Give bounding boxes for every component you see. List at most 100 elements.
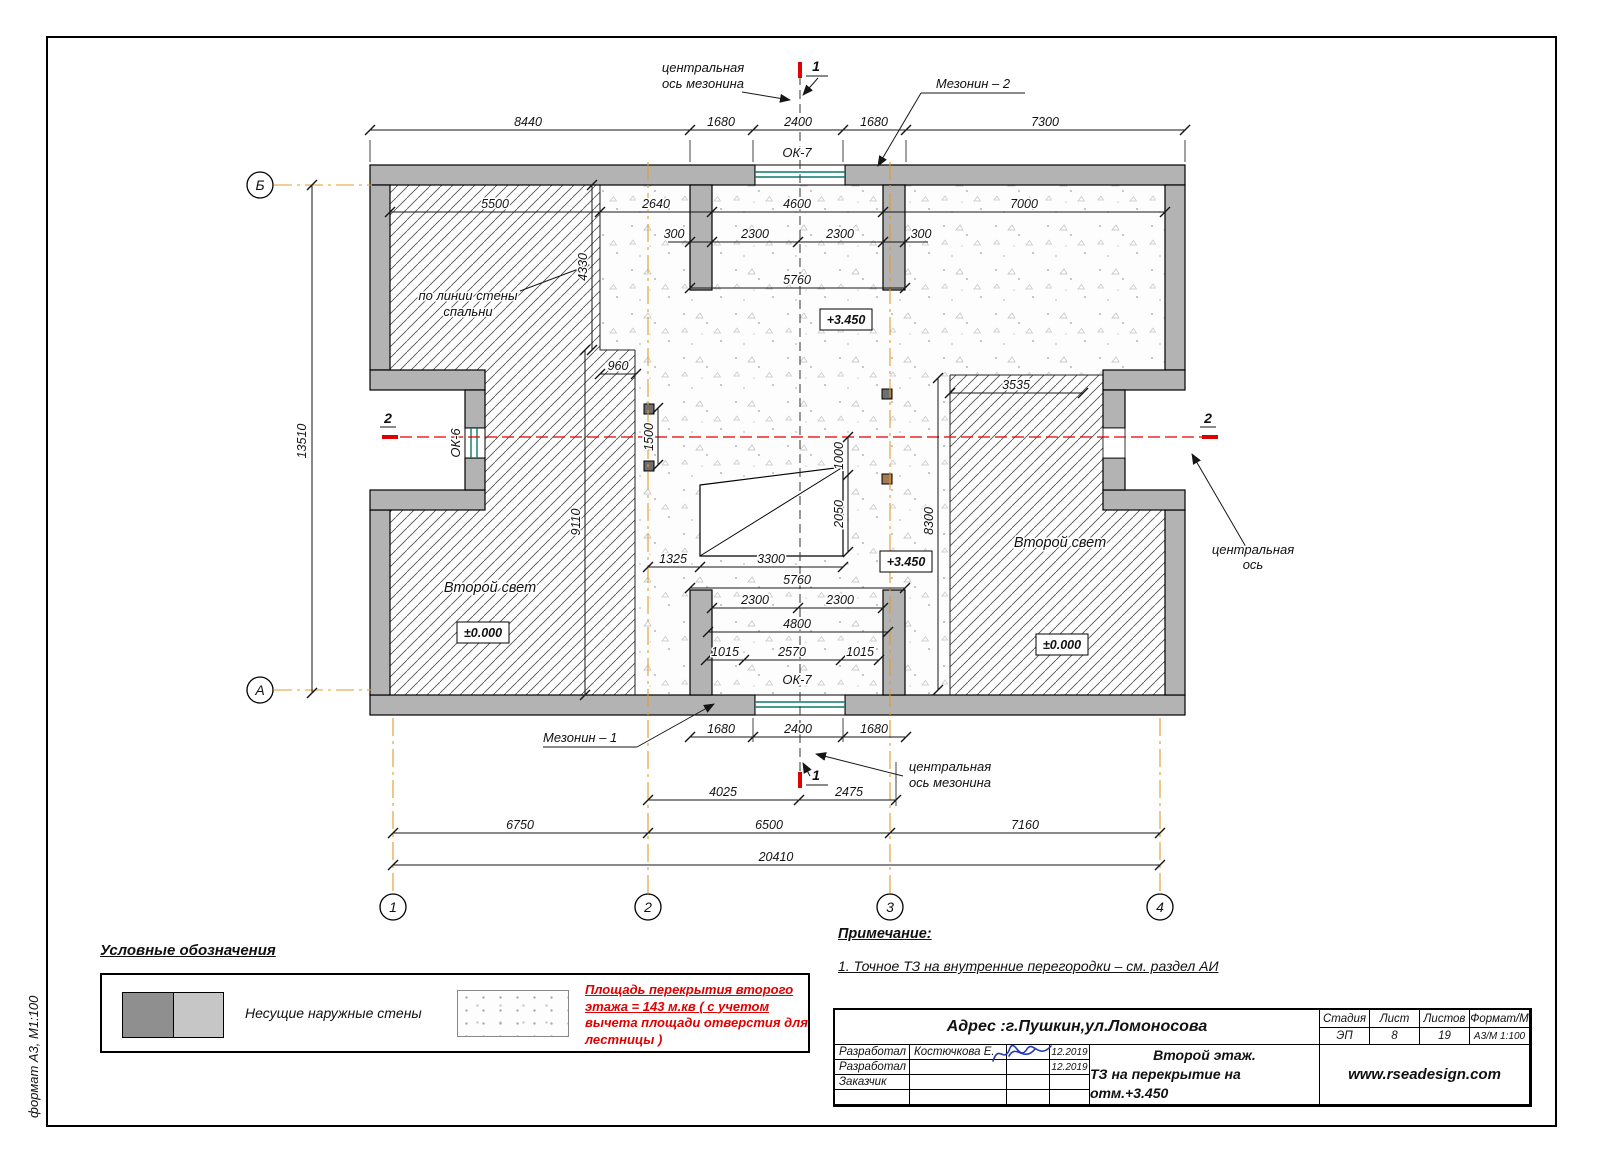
section-mark-2-right: 2: [1203, 410, 1212, 426]
stage-header: Стадия: [1320, 1010, 1370, 1028]
dim-label: 2640: [641, 197, 670, 211]
dim-label: 4330: [576, 253, 590, 281]
dim-label: 4600: [783, 197, 811, 211]
walls-swatch: [122, 992, 224, 1038]
dim-label: 6500: [755, 818, 783, 832]
dim-label: 1015: [711, 645, 739, 659]
central-axis-mezzanine-top-label: центральная: [662, 60, 744, 75]
zone-boundaries: [599, 185, 1165, 695]
slab-area-note-line: Площадь перекрытия второго: [585, 982, 794, 997]
dim-label: 300: [664, 227, 685, 241]
signature-cell: [1007, 1060, 1050, 1075]
empty-cell: [1007, 1090, 1050, 1105]
dim-label: 4025: [709, 785, 737, 799]
column-markers: [643, 388, 893, 485]
bedroom-wall-note: спальни: [443, 304, 492, 319]
slab-swatch: [457, 990, 569, 1037]
name-cell: Костючкова Е.: [910, 1045, 1007, 1060]
section-mark-1-top: 1: [812, 58, 820, 74]
empty-cell: [835, 1090, 910, 1105]
dim-label: 2050: [832, 500, 846, 529]
title-block: Адрес :г.Пушкин,ул.Ломоносова Стадия Лис…: [833, 1008, 1532, 1107]
sheets-header: Листов: [1420, 1010, 1470, 1028]
format-value: А3/М 1:100: [1470, 1028, 1530, 1045]
slab-area-note-line: этажа = 143 м.кв ( с учетом: [585, 998, 770, 1014]
dim-label: 2400: [783, 115, 812, 129]
drawing-frame: [46, 36, 1557, 1127]
notes: Примечание: 1. Точное ТЗ на внутренние п…: [838, 926, 1219, 974]
central-axis-right-label: ось: [1243, 557, 1264, 572]
dim-label: 1680: [860, 115, 888, 129]
mezzanine-2-label: Мезонин – 2: [936, 76, 1011, 91]
walls-swatch-light: [173, 993, 223, 1037]
exterior-notches: [370, 390, 1185, 490]
dim-label: 1015: [846, 645, 874, 659]
section-cut-marks: [382, 62, 1218, 788]
room-label-second-light-right: Второй свет: [1014, 535, 1106, 551]
dim-label: 2300: [740, 227, 769, 241]
dim-label: 5500: [481, 197, 509, 211]
window-label-ok7-top: ОК-7: [782, 145, 812, 160]
dim-label: 1680: [860, 722, 888, 736]
dim-label: 2475: [834, 785, 863, 799]
walls-swatch-label: Несущие наружные стены: [245, 1005, 422, 1021]
room-label-second-light-left: Второй свет: [444, 580, 536, 596]
dim-label: 7300: [1031, 115, 1059, 129]
dim-label: 1680: [707, 115, 735, 129]
legend-title: Условные обозначения: [100, 942, 276, 959]
sheet-header: Лист: [1370, 1010, 1420, 1028]
signature-cell: [1007, 1045, 1050, 1060]
slab-area-note-line: лестницы ): [585, 1031, 663, 1047]
bedroom-wall-note: по линии стены: [418, 288, 517, 303]
elevation-3450-top: +3.450: [827, 313, 866, 327]
dim-label: 8300: [922, 507, 936, 535]
dim-label: 2300: [825, 227, 854, 241]
dim-label: 300: [911, 227, 932, 241]
role-cell: Разработал: [835, 1060, 910, 1075]
annotation-leaders: [519, 77, 1247, 777]
axis-bubbles: [246, 171, 1174, 921]
dim-label: 2570: [777, 645, 806, 659]
axis-label-4: 4: [1156, 899, 1164, 915]
mezzanine-1-label: Мезонин – 1: [543, 730, 617, 745]
stage-value: ЭП: [1320, 1028, 1370, 1045]
elevation-zero-left: ±0.000: [464, 626, 502, 640]
elevation-badges: [456, 308, 1089, 656]
signature: [992, 1044, 1052, 1062]
date-cell: 12.2019: [1050, 1045, 1090, 1060]
format-side-label: формат А3, М1:100: [26, 995, 41, 1118]
dim-label: 9110: [569, 509, 583, 536]
dim-label: 5760: [783, 273, 811, 287]
legend-box: Несущие наружные стены Площадь перекрыти…: [100, 973, 810, 1053]
axis-label-1: 1: [389, 899, 397, 915]
dim-label: 20410: [758, 850, 794, 864]
dim-label: 1325: [659, 552, 687, 566]
window-label-ok7-bottom: ОК-7: [782, 672, 812, 687]
signature-cell: [1007, 1075, 1050, 1090]
central-axis-mezzanine-top-label: ось мезонина: [662, 76, 744, 91]
legend: Условные обозначения Несущие наружные ст…: [100, 942, 810, 1053]
dim-label: 7160: [1011, 818, 1039, 832]
slab-area-note: Площадь перекрытия второго этажа = 143 м…: [585, 982, 808, 1048]
sheet-value: 8: [1370, 1028, 1420, 1045]
role-cell: Заказчик: [835, 1075, 910, 1090]
document-title-line: Второй этаж.: [1153, 1047, 1256, 1063]
axis-label-b: Б: [255, 177, 264, 193]
section-mark-2-left: 2: [383, 410, 392, 426]
notes-title: Примечание:: [838, 926, 932, 942]
window-ok6: [464, 427, 486, 459]
central-axis-mezzanine-bottom-label: ось мезонина: [909, 775, 991, 790]
empty-cell: [910, 1090, 1007, 1105]
dim-label: 1000: [832, 442, 846, 470]
construction-axis-lines: [274, 162, 1161, 893]
elevation-3450-bottom: +3.450: [887, 555, 926, 569]
dim-label: 8440: [514, 115, 542, 129]
axis-label-2: 2: [643, 899, 652, 915]
dim-label: 7000: [1010, 197, 1038, 211]
plan-annotations: центральная ось мезонина 1 Мезонин – 2 О…: [383, 58, 1296, 792]
dim-label: 2300: [825, 593, 854, 607]
dim-label: 6750: [506, 818, 534, 832]
load-bearing-walls: [369, 164, 1186, 716]
stair-opening: [699, 466, 844, 557]
